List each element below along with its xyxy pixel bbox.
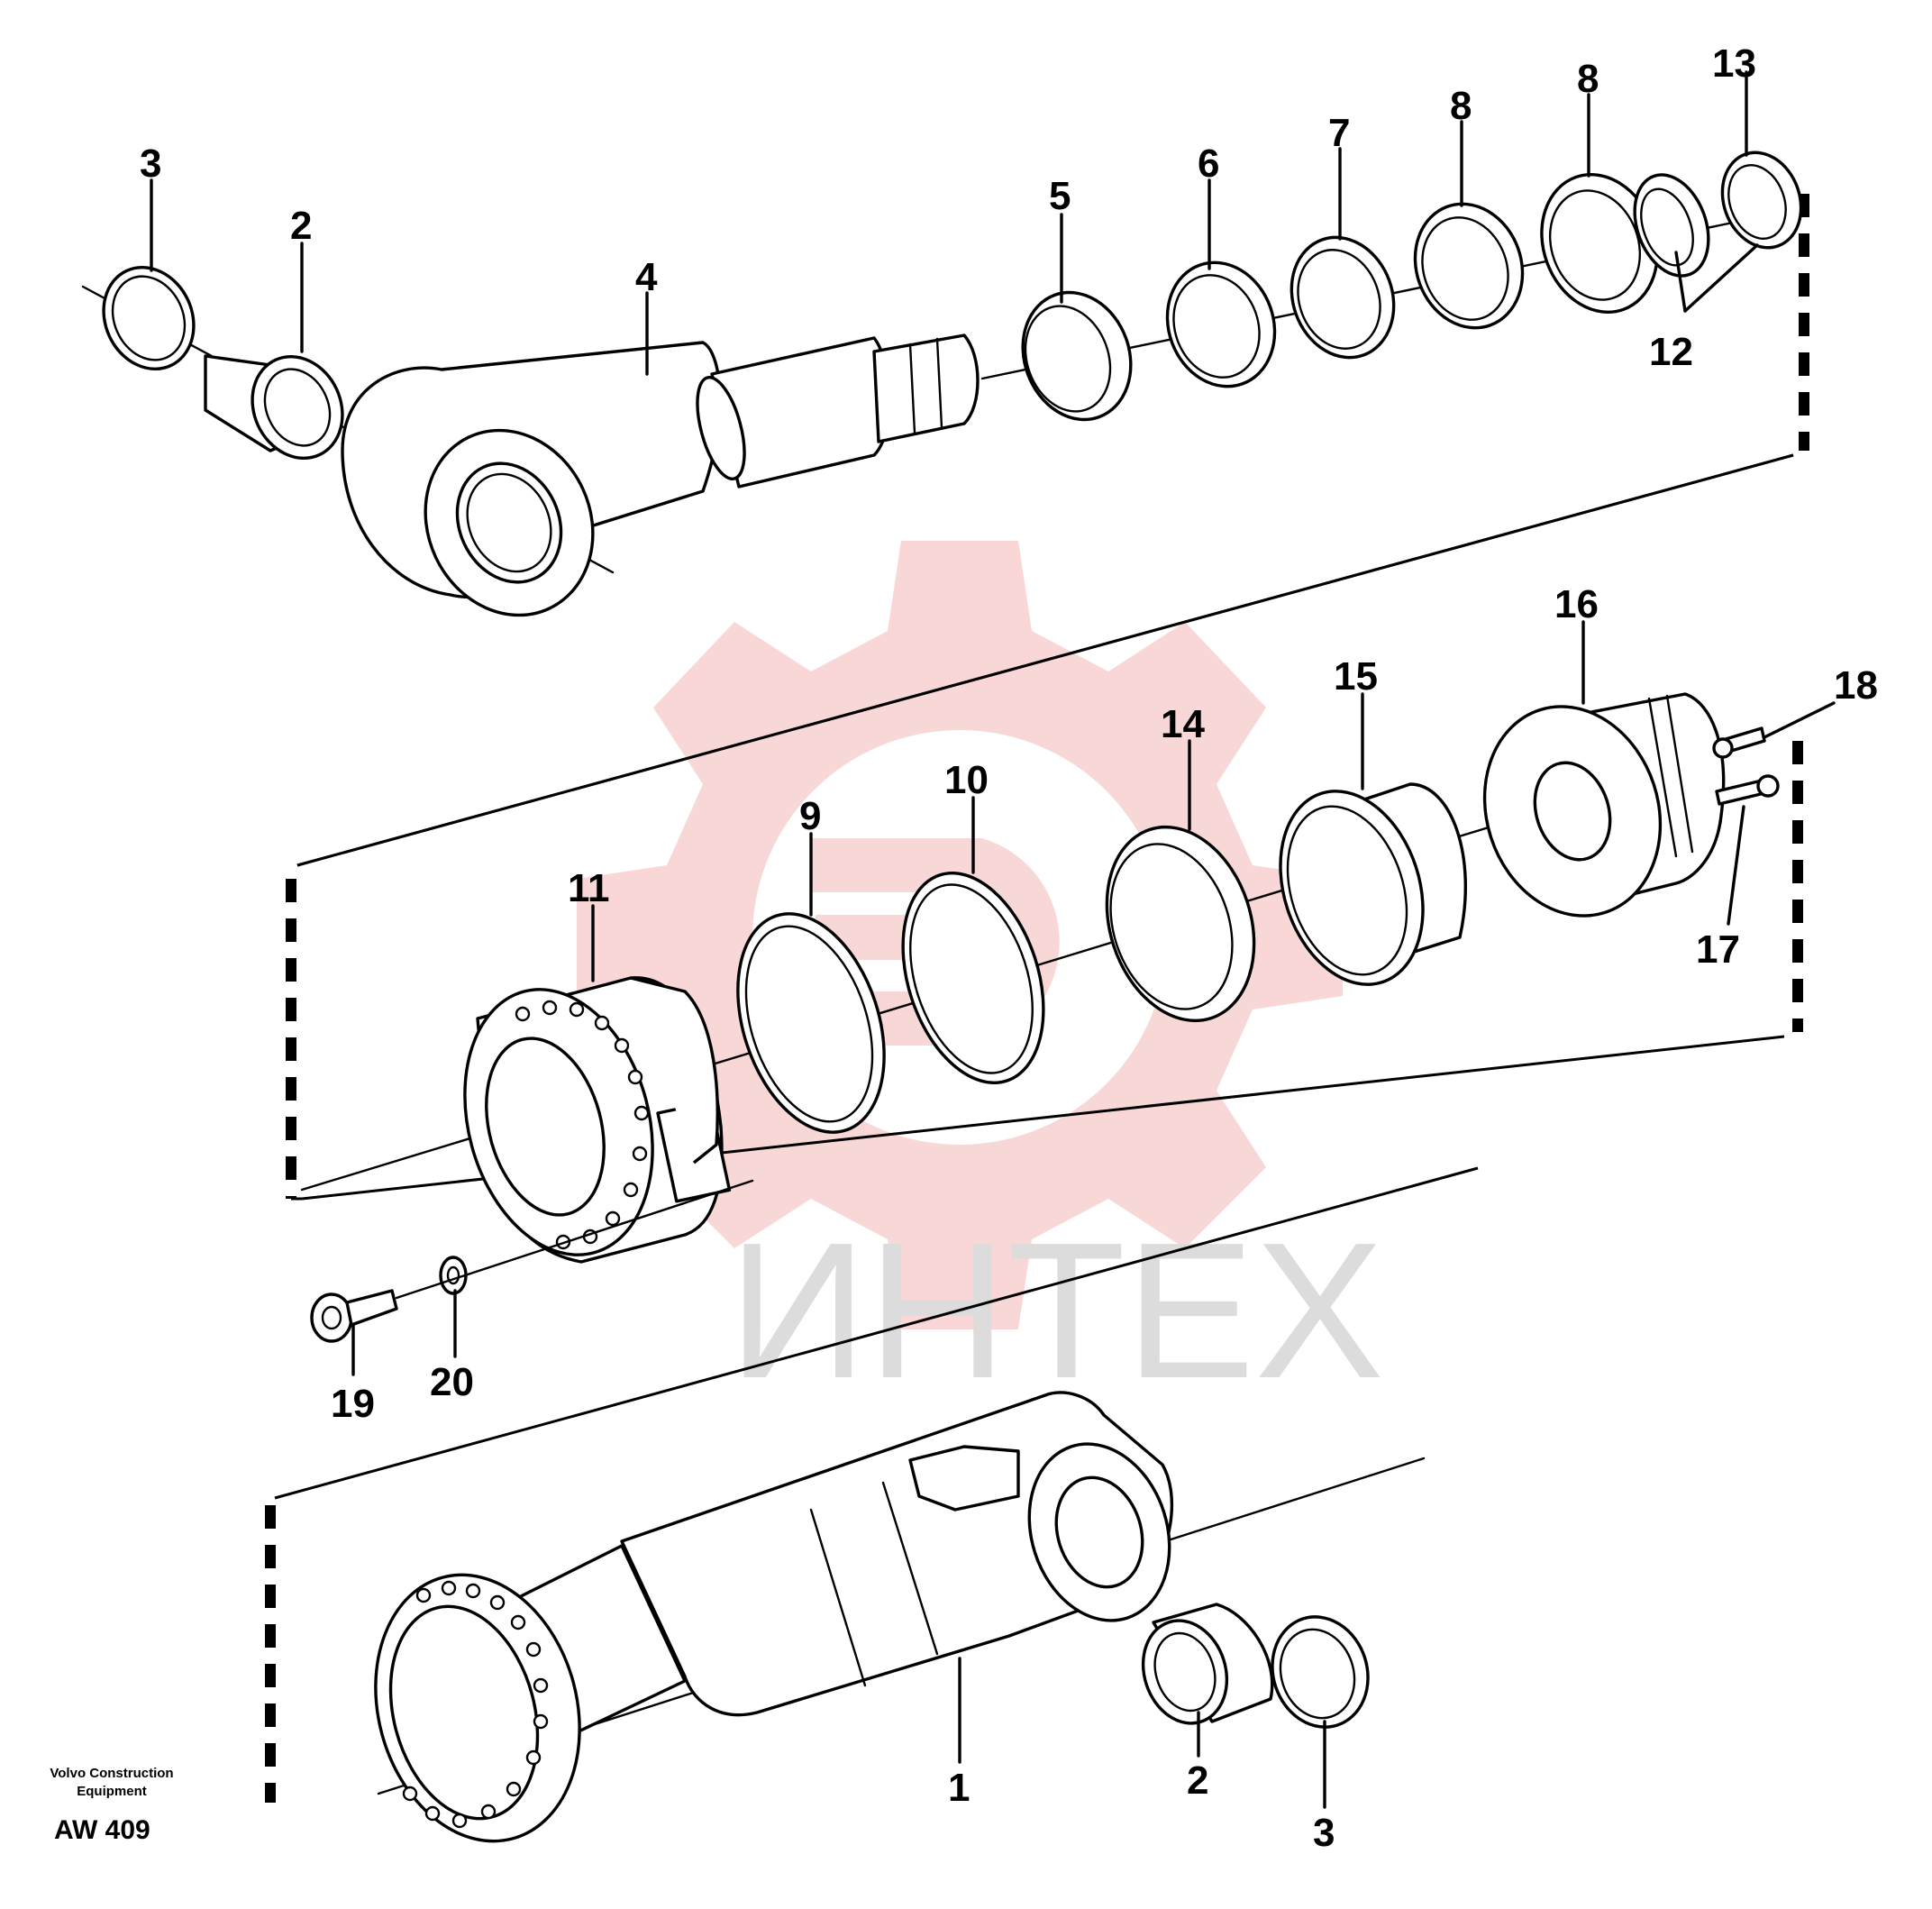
callout-10: 10 <box>944 758 989 802</box>
part-2-bushing-top <box>204 354 344 461</box>
callout-7: 7 <box>1328 111 1350 155</box>
callout-2-bottom: 2 <box>1187 1758 1208 1803</box>
watermark-text: ИНТЕХ <box>728 1201 1384 1419</box>
part-10-o-ring <box>901 872 1045 1084</box>
part-7-seal-ring <box>1290 235 1396 360</box>
manufacturer-line-1: Volvo Construction <box>50 1766 173 1781</box>
callout-17: 17 <box>1696 927 1740 972</box>
callout-14: 14 <box>1161 702 1205 746</box>
part-2-bushing-bottom <box>1141 1603 1274 1725</box>
drawing-info: Volvo Construction Equipment AW 409 <box>50 1766 173 1845</box>
callout-3-top: 3 <box>140 142 161 186</box>
part-18-screw <box>1712 726 1766 759</box>
part-12-seal-pair <box>1633 173 1710 278</box>
part-14-guide-band <box>1105 825 1256 1023</box>
part-3-seal-ring-top <box>102 265 196 371</box>
callout-15: 15 <box>1334 654 1378 699</box>
callout-13: 13 <box>1712 41 1756 86</box>
axis-line-bolt <box>395 1179 754 1300</box>
callout-18: 18 <box>1834 663 1878 708</box>
callout-5: 5 <box>1049 174 1071 218</box>
callout-12: 12 <box>1649 330 1693 374</box>
part-9-backup-ring <box>736 912 886 1134</box>
drawing-code: AW 409 <box>54 1815 150 1845</box>
part-4-piston-rod <box>341 333 980 617</box>
part-11-cylinder-head <box>463 976 732 1264</box>
callout-4: 4 <box>635 255 658 299</box>
part-17-screw <box>1715 774 1780 806</box>
part-3-seal-ring-bottom <box>1271 1615 1370 1729</box>
callout-labels: 3 2 4 5 6 7 8 8 13 12 11 9 10 14 15 16 1… <box>140 41 1878 1855</box>
callout-6: 6 <box>1198 142 1219 186</box>
callout-1: 1 <box>948 1766 970 1810</box>
part-8-guide-ring-a <box>1413 202 1525 330</box>
part-19-bolt <box>310 1289 398 1343</box>
part-13-seal-ring <box>1720 151 1803 250</box>
callout-8-b: 8 <box>1577 57 1599 101</box>
part-5-wiper-ring <box>1021 290 1133 422</box>
callout-19: 19 <box>331 1382 375 1426</box>
part-15-piston-seal <box>1279 782 1467 986</box>
leader-lines <box>150 70 1836 1809</box>
part-16-piston <box>1482 692 1726 918</box>
callout-9: 9 <box>799 794 821 838</box>
callout-2-top: 2 <box>290 204 312 248</box>
callout-16: 16 <box>1554 582 1599 626</box>
part-6-seal-ring <box>1165 260 1277 388</box>
section-frame-cylinder <box>265 1166 1479 1803</box>
callout-3-bottom: 3 <box>1313 1811 1335 1855</box>
callout-20: 20 <box>430 1360 474 1404</box>
part-1-cylinder-tube <box>374 1391 1174 1843</box>
callout-8-a: 8 <box>1450 84 1472 128</box>
callout-11: 11 <box>568 866 610 910</box>
manufacturer-line-2: Equipment <box>77 1784 147 1799</box>
